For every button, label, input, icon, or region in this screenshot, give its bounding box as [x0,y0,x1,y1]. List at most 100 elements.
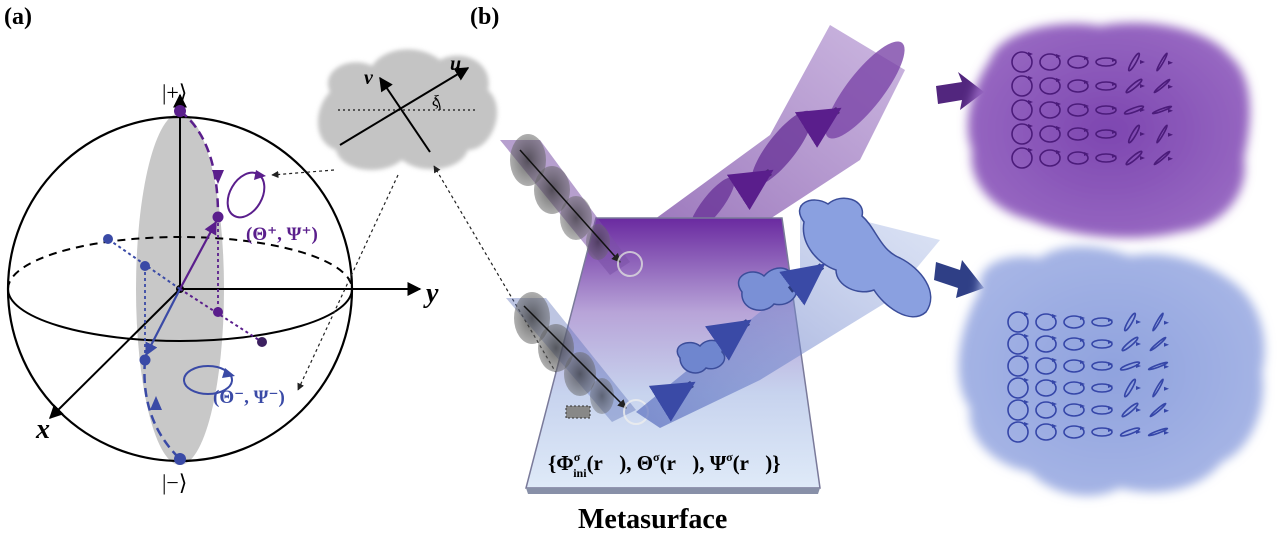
blue-polarization-map [1007,311,1169,443]
inset-xi-label: ξ [432,93,439,110]
polarization-ellipse-icon [1095,153,1117,163]
polarization-arrow-icon [1168,60,1173,65]
purple-polarization-map [1011,51,1173,169]
polarization-ellipse-icon [1007,399,1029,421]
polarization-ellipse-icon [1127,124,1141,144]
polarization-ellipse-icon [1067,151,1089,165]
polarization-ellipse-icon [1011,75,1033,97]
polarization-arrow-icon [1164,320,1169,325]
metasurface-caption: Metasurface [578,504,727,535]
polarization-arrow-icon [1164,430,1169,435]
polarization-ellipse-icon [1007,377,1029,399]
polarization-arrow-icon [1168,156,1173,161]
polarization-arrow-icon [1136,430,1141,434]
x-axis-label: x [35,414,50,445]
polarization-arrow-icon [1140,108,1145,112]
polarization-ellipse-icon [1119,361,1141,371]
polarization-arrow-icon [1108,362,1113,366]
polarization-arrow-icon [1080,338,1085,342]
polarization-arrow-icon [1056,150,1061,154]
inset-u-label: u [450,53,461,75]
polarization-arrow-icon [1056,126,1061,130]
panel-b: (b) [470,4,1265,535]
polarization-ellipse-icon [1035,357,1057,375]
polarization-arrow-icon [1084,104,1089,108]
blue-back-point [103,234,113,244]
polarization-arrow-icon [1056,78,1061,82]
polarization-ellipse-icon [1011,123,1033,145]
polarization-arrow-icon [1056,54,1061,58]
polarization-ellipse-icon [1035,313,1057,331]
polarization-ellipse-icon [1152,378,1164,398]
polarization-arrow-icon [1140,156,1145,160]
polarization-ellipse-icon [1067,55,1089,69]
polarization-arrow-icon [1024,378,1029,382]
polarization-ellipse-icon [1151,105,1173,115]
polarization-arrow-icon [1080,316,1085,320]
polarization-ellipse-icon [1091,361,1113,371]
polarization-arrow-icon [1140,132,1145,136]
polarization-ellipse-icon [1007,333,1029,355]
blue-result-arrow-icon [934,260,984,298]
polarization-arrow-icon [1080,426,1085,430]
polarization-arrow-icon [1164,386,1169,391]
polarization-ellipse-icon [1123,312,1137,332]
polarization-ellipse-icon [1039,53,1061,71]
polarization-ellipse-icon [1119,427,1141,437]
purple-meridian-path [179,110,220,216]
polarization-arrow-icon [1108,428,1113,432]
polarization-ellipse-icon [1147,361,1169,371]
inset-u-axis [339,67,470,146]
inset-cloud [317,49,498,171]
polarization-ellipse-icon [1127,52,1141,72]
blue-path-arrow [150,396,162,410]
polarization-arrow-icon [1112,82,1117,86]
equator-front [7,288,353,342]
x-axis [49,288,181,419]
panel-a: (a) y x |+⟩ |−⟩ (Θ⁺, Ψ⁺) [4,4,579,495]
polarization-arrow-icon [1052,380,1057,384]
inset-v-label: v [364,67,374,89]
polarization-ellipse-icon [1125,78,1143,94]
blue-wavefront-3 [798,197,932,318]
polarization-arrow-icon [1168,108,1173,113]
polarization-arrow-icon [1080,382,1085,386]
purple-path-arrow [212,170,224,184]
purple-prop-arrow-2 [726,169,774,211]
polarization-arrow-icon [1028,76,1033,80]
polarization-ellipse-icon [1063,381,1085,395]
polarization-arrow-icon [1136,320,1141,324]
polarization-arrow-icon [1052,358,1057,362]
polarization-arrow-icon [1052,336,1057,340]
polarization-ellipse-icon [1121,336,1139,352]
polarization-ellipse-icon [1121,402,1139,418]
polarization-ellipse-icon [1091,339,1113,349]
polarization-arrow-icon [1112,106,1117,110]
polarization-arrow-icon [1024,422,1029,426]
polarization-arrow-icon [1028,52,1033,56]
metasurface-edge [526,488,820,494]
panel-a-label: (a) [4,4,32,30]
polarization-ellipse-icon [1011,99,1033,121]
polarization-arrow-icon [1164,408,1169,413]
polarization-ellipse-icon [1095,129,1117,139]
polarization-arrow-icon [1052,314,1057,318]
polarization-ellipse-icon [1156,124,1168,144]
polarization-ellipse-icon [1123,105,1145,115]
polarization-ellipse-icon [1125,150,1143,166]
inset-angle-arc [435,97,441,111]
polarization-arrow-icon [1164,342,1169,347]
state-plus-label: |+⟩ [162,80,187,105]
polarization-arrow-icon [1140,84,1145,88]
polarization-arrow-icon [1168,84,1173,89]
polarization-ellipse-icon [1063,315,1085,329]
polarization-ellipse-icon [1091,383,1113,393]
ellipse-arrow-icon [254,170,266,180]
polarization-ellipse-icon [1095,57,1117,67]
polarization-ellipse-icon [1039,77,1061,95]
polarization-ellipse-icon [1039,149,1061,167]
blue-prop-arrow-3 [779,263,826,306]
purple-proj-point-1 [213,307,223,317]
